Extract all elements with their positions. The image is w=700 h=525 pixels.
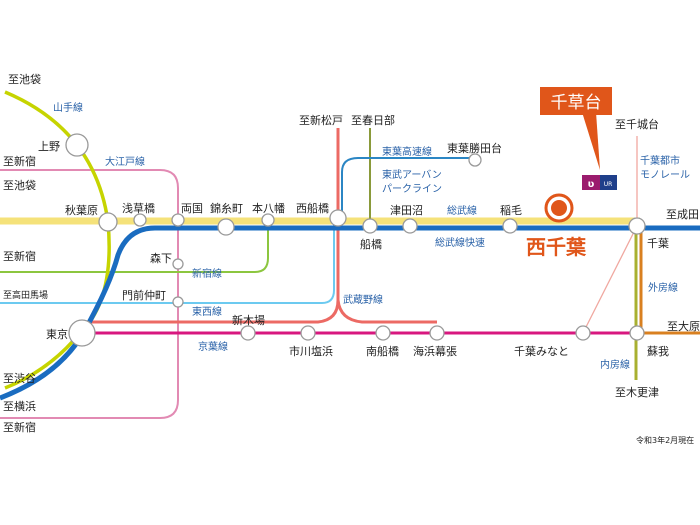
dir-takadanobaba: 至高田馬場	[3, 289, 48, 301]
dir-chishirodai: 至千城台	[615, 117, 659, 131]
line-uchibo: 内房線	[600, 358, 630, 371]
dir-shinmatsudo: 至新松戸	[299, 113, 343, 127]
station-inage[interactable]	[502, 218, 518, 234]
label-chiba: 千葉	[647, 236, 669, 250]
svg-text:UR: UR	[604, 181, 613, 188]
station-shinkiba[interactable]	[240, 325, 256, 341]
station-minamifunabashi[interactable]	[375, 325, 391, 341]
station-toyokatsutadai[interactable]	[468, 153, 482, 167]
callout-label: 千草台	[551, 93, 602, 113]
line-shinjuku: 新宿線	[192, 267, 222, 280]
label-toyokatsutadai: 東葉勝田台	[447, 141, 502, 155]
sobu-rapid-line	[0, 225, 700, 401]
svg-text:ʋ: ʋ	[588, 179, 595, 190]
label-ueno: 上野	[38, 140, 60, 153]
dir-yokohama: 至横浜	[3, 399, 36, 413]
station-ryogoku[interactable]	[171, 213, 185, 227]
station-akihabara[interactable]	[98, 212, 118, 232]
station-asakusabashi[interactable]	[133, 213, 147, 227]
line-sotobo: 外房線	[648, 281, 678, 294]
musashino-line	[82, 128, 437, 324]
station-motoyawata[interactable]	[261, 213, 275, 227]
label-motoyawata: 本八幡	[252, 201, 285, 215]
dir-kasukabe: 至春日部	[351, 113, 395, 127]
station-chibaminato[interactable]	[575, 325, 591, 341]
line-toyo: 東葉高速線	[382, 145, 432, 158]
dir-ohara: 至大原	[667, 319, 700, 333]
line-tobu-1: 東武アーバン	[382, 168, 442, 181]
line-keiyo: 京葉線	[198, 340, 228, 353]
station-funabashi[interactable]	[362, 218, 378, 234]
line-monorail-1: 千葉都市	[640, 154, 680, 167]
station-ueno[interactable]	[65, 133, 89, 157]
yamanote-line	[4, 90, 111, 390]
label-nishifunabashi: 西船橋	[296, 201, 329, 215]
station-chiba[interactable]	[628, 217, 646, 235]
oedo-line	[0, 169, 179, 419]
label-ryogoku: 両国	[181, 202, 203, 215]
station-monzennakacho[interactable]	[172, 296, 184, 308]
dir-shinjuku-3: 至新宿	[3, 420, 36, 434]
dir-kisarazu: 至木更津	[615, 386, 659, 399]
dir-narita: 至成田	[666, 208, 699, 221]
label-ichikawashiohama: 市川塩浜	[289, 344, 333, 358]
dir-ikebukuro-2: 至池袋	[3, 178, 36, 192]
line-sobu: 総武線	[447, 204, 477, 217]
dir-shibuya: 至渋谷	[3, 372, 36, 385]
toyo-line	[341, 157, 475, 218]
label-inage: 稲毛	[500, 204, 522, 217]
monorail-line	[582, 136, 638, 334]
line-yamanote: 山手線	[53, 101, 83, 114]
label-shinkiba: 新木場	[232, 313, 265, 327]
label-tokyo: 東京	[46, 327, 68, 341]
station-markers	[65, 133, 646, 347]
line-oedo: 大江戸線	[105, 155, 145, 168]
label-akihabara: 秋葉原	[65, 203, 98, 217]
dir-shinjuku-2: 至新宿	[3, 249, 36, 263]
nishichiba-marker[interactable]	[544, 193, 574, 223]
station-nishifunabashi[interactable]	[329, 209, 347, 227]
line-sobu-rapid: 総武線快速	[435, 236, 485, 249]
label-kinshicho: 錦糸町	[210, 201, 243, 215]
station-morishita[interactable]	[172, 258, 184, 270]
dir-ikebukuro-1: 至池袋	[8, 72, 41, 86]
label-funabashi: 船橋	[360, 237, 382, 251]
station-tsudanuma[interactable]	[402, 218, 418, 234]
shinjuku-line	[0, 222, 269, 273]
label-morishita: 森下	[150, 251, 172, 265]
label-monzennakacho: 門前仲町	[122, 288, 166, 302]
dir-shinjuku-1: 至新宿	[3, 154, 36, 168]
station-soga[interactable]	[629, 325, 645, 341]
label-asakusabashi: 浅草橋	[122, 201, 155, 215]
date-note: 令和3年2月現在	[636, 435, 694, 445]
label-tsudanuma: 津田沼	[390, 203, 423, 217]
line-tobu-2: パークライン	[382, 183, 442, 195]
page-title: 西千葉	[526, 235, 587, 259]
chigusadai-callout[interactable]: 千草台	[540, 87, 612, 170]
station-kaihinmakuhari[interactable]	[429, 325, 445, 341]
line-musashino: 武蔵野線	[343, 293, 383, 306]
station-tokyo[interactable]	[68, 319, 96, 347]
label-soga: 蘇我	[647, 345, 669, 358]
line-monorail-2: モノレール	[640, 170, 690, 181]
line-tozai: 東西線	[192, 305, 222, 318]
tozai-line	[0, 218, 335, 304]
label-minamifunabashi: 南船橋	[366, 344, 399, 358]
label-kaihinmakuhari: 海浜幕張	[413, 344, 457, 358]
station-kinshicho[interactable]	[217, 218, 235, 236]
label-chibaminato: 千葉みなと	[514, 344, 569, 358]
station-ichikawashiohama[interactable]	[300, 325, 316, 341]
ur-logo: ʋ UR	[582, 175, 617, 190]
